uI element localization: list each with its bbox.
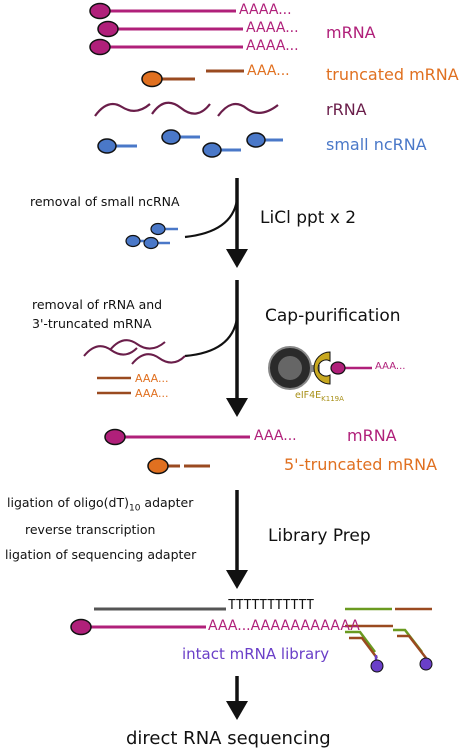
arrow-step-1 xyxy=(184,178,248,268)
step3-note-line2: reverse transcription xyxy=(25,522,156,537)
library-mrna-molecule xyxy=(70,618,206,636)
eif4e-label: eIF4EK119A xyxy=(295,390,344,403)
rrna-molecules xyxy=(94,101,279,117)
truncated-poly-a-label: AAA... xyxy=(247,63,290,79)
result-mrna-molecule xyxy=(104,428,250,446)
removed-poly-a-label-2: AAA... xyxy=(135,387,169,400)
arrow-step-2 xyxy=(184,280,248,417)
poly-a-label-1: AAAA... xyxy=(239,2,292,18)
step3-method: Library Prep xyxy=(268,526,371,546)
library-poly-a-sequence: AAA...AAAAAAAAAAA xyxy=(208,618,360,634)
result-5prime-truncated xyxy=(147,457,210,475)
poly-t-sequence: TTTTTTTTTTT xyxy=(228,598,315,613)
mrna-molecule-2 xyxy=(97,20,243,38)
step2-method: Cap-purification xyxy=(265,306,401,326)
step3-note-line3: ligation of sequencing adapter xyxy=(5,547,197,562)
cap-purification-bead xyxy=(268,346,372,390)
final-step-label: direct RNA sequencing xyxy=(126,728,331,749)
poly-a-label-2: AAAA... xyxy=(246,20,299,36)
library-adapters xyxy=(345,607,432,662)
result-poly-a-label: AAA... xyxy=(254,428,297,444)
poly-a-label-3: AAAA... xyxy=(246,38,299,54)
step2-note-line2: 3'-truncated mRNA xyxy=(32,316,152,331)
arrow-step-4 xyxy=(226,676,248,720)
mrna-molecule-1 xyxy=(89,2,236,20)
rrna-label: rRNA xyxy=(326,100,367,119)
library-beads xyxy=(370,657,433,673)
removed-rrna xyxy=(83,339,186,365)
mrna-molecule-3 xyxy=(89,38,243,56)
step1-method: LiCl ppt x 2 xyxy=(260,208,357,228)
removed-poly-a-label-1: AAA... xyxy=(135,372,169,385)
truncated-mrna-3prime xyxy=(141,70,195,88)
mrna-label: mRNA xyxy=(326,23,376,42)
step3-note-line1: ligation of oligo(dT)10 adapter xyxy=(7,495,194,514)
small-ncrna-molecules xyxy=(97,129,283,158)
small-ncrna-label: small ncRNA xyxy=(326,135,427,154)
result-5prime-label: 5'-truncated mRNA xyxy=(284,455,438,474)
bead-poly-a-label: AAA... xyxy=(375,361,406,372)
step1-note: removal of small ncRNA xyxy=(30,194,180,209)
library-label: intact mRNA library xyxy=(182,645,330,663)
step2-note-line1: removal of rRNA and xyxy=(32,297,163,312)
result-mrna-label: mRNA xyxy=(347,426,397,445)
removed-small-ncrna xyxy=(125,222,178,250)
arrow-step-3 xyxy=(226,490,248,589)
truncated-mrna-label: truncated mRNA xyxy=(326,65,459,84)
